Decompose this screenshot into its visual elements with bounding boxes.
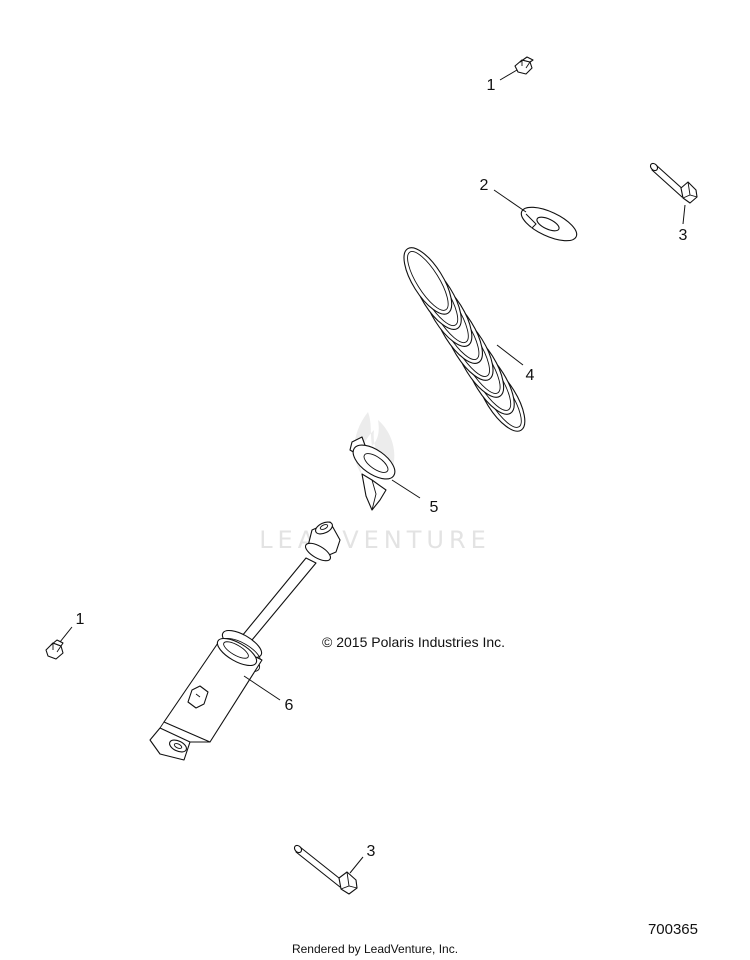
callout-label: 3 (367, 843, 376, 860)
figure-number: 700365 (648, 921, 698, 938)
leader-line (499, 69, 518, 81)
leader-line (243, 675, 281, 701)
flange-nut-icon[interactable] (45, 639, 64, 660)
coil-spring-icon[interactable] (395, 241, 534, 438)
leader-line (391, 479, 421, 499)
leader-line (349, 856, 364, 874)
callout-label: 6 (285, 697, 294, 714)
leader-line (682, 204, 686, 225)
callout-label: 5 (430, 499, 439, 516)
spring-retainer-icon[interactable] (517, 200, 582, 247)
callout-label: 2 (480, 177, 489, 194)
flange-bolt-icon[interactable] (649, 162, 698, 204)
callout-label: 1 (487, 77, 496, 94)
watermark-text: LEADVENTURE (259, 526, 491, 554)
spring-seat-icon[interactable] (347, 436, 400, 511)
copyright-text: © 2015 Polaris Industries Inc. (322, 634, 505, 650)
callout-label: 1 (76, 611, 85, 628)
callout-label: 3 (679, 227, 688, 244)
flange-nut-icon[interactable] (514, 56, 534, 75)
leader-line (496, 344, 524, 366)
callout-label: 4 (526, 367, 535, 384)
footer-text: Rendered by LeadVenture, Inc. (291, 942, 459, 956)
leader-line (59, 626, 73, 643)
flange-bolt-icon[interactable] (293, 844, 358, 895)
leader-line (493, 189, 527, 213)
shock-absorber-icon[interactable] (149, 520, 341, 761)
